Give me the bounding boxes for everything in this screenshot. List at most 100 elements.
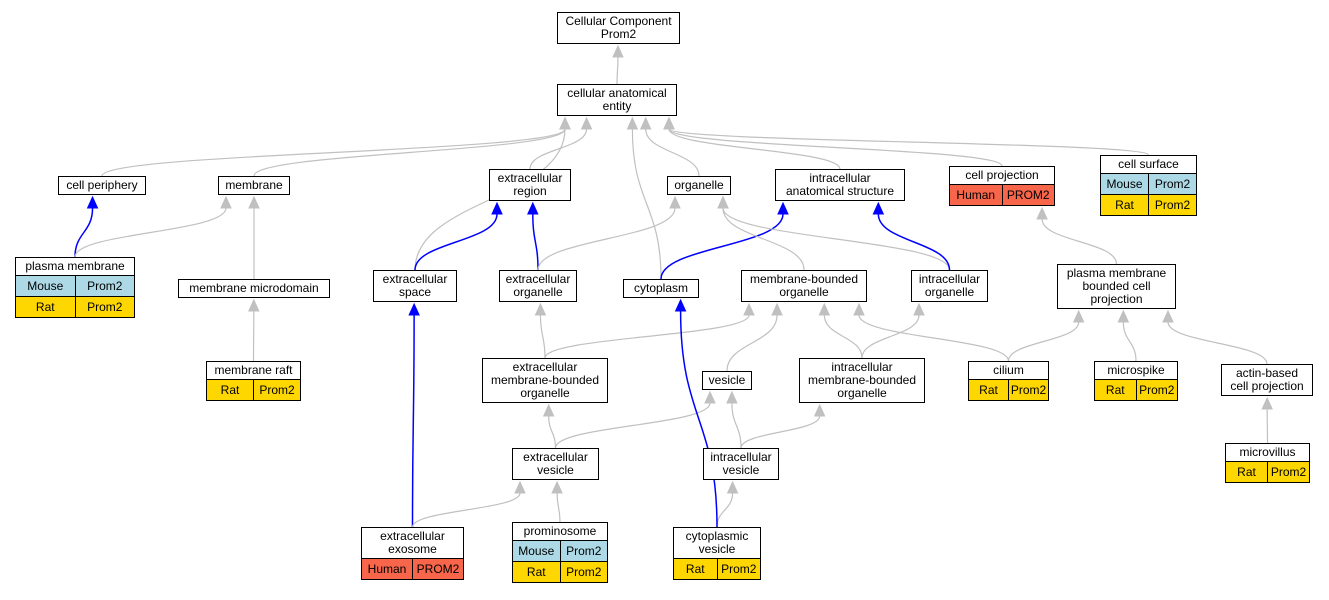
is-a-edge	[616, 56, 619, 85]
arrowhead	[551, 480, 563, 494]
arrowhead	[527, 201, 539, 215]
term-vesicle[interactable]: vesicle	[702, 371, 752, 390]
term-label-line: intracellular	[809, 171, 871, 185]
is-a-edge	[1041, 218, 1118, 265]
is-a-edge	[554, 402, 711, 449]
arrowhead	[913, 302, 925, 316]
is-a-edge	[645, 128, 700, 177]
is-a-edge	[861, 314, 920, 359]
is-a-edge	[668, 128, 841, 170]
gene-cell: PROM2	[1001, 185, 1055, 205]
term-cytoplasm[interactable]: cytoplasm	[623, 279, 699, 298]
term-label-line: vesicle	[698, 542, 736, 556]
arrowhead	[542, 403, 555, 417]
arrowhead	[580, 116, 593, 130]
term-label: membrane	[219, 177, 289, 194]
arrowhead	[612, 44, 624, 58]
term-organelle[interactable]: organelle	[667, 176, 731, 195]
gene-cell: Prom2	[559, 562, 608, 582]
term-label-line: organelle	[513, 285, 563, 299]
part-of-edge	[877, 213, 951, 271]
species-cell: Rat	[35, 300, 55, 314]
arrowhead	[1117, 309, 1130, 323]
arrowhead	[1072, 309, 1085, 323]
arrowhead	[771, 302, 783, 316]
term-label-line: membrane-bounded	[749, 272, 859, 286]
term-label-line: cytoplasmic	[685, 529, 749, 543]
arrowhead	[663, 116, 675, 130]
term-label-line: extracellular	[497, 171, 563, 185]
term-label-line: membrane raft	[214, 363, 293, 377]
arrowhead	[559, 116, 571, 130]
gene-cell: Prom2	[74, 276, 135, 296]
term-cell-periphery[interactable]: cell periphery	[58, 176, 146, 195]
term-label: cilium	[969, 362, 1048, 379]
is-a-edge	[1007, 321, 1080, 362]
term-label-line: extracellular	[380, 529, 445, 543]
arrowhead	[818, 302, 831, 316]
term-label-line: Prom2	[600, 27, 637, 41]
is-a-edge	[548, 415, 557, 449]
arrowhead	[726, 480, 739, 494]
is-a-edge	[101, 128, 566, 177]
arrowhead	[408, 302, 420, 316]
arrowhead	[669, 195, 681, 209]
species-cell: Mouse	[1106, 177, 1143, 191]
term-label-line: cilium	[993, 363, 1024, 377]
gene-cell: Prom2	[716, 559, 761, 579]
term-label-line: membrane microdomain	[189, 281, 319, 295]
term-label: plasma membrane	[16, 258, 134, 275]
is-a-edge	[668, 128, 1150, 156]
term-label-line: vesicle	[537, 463, 574, 477]
term-label: membrane raft	[207, 362, 300, 379]
part-of-edge	[532, 213, 539, 271]
term-label-line: plasma membrane	[1066, 266, 1167, 280]
term-label-line: projection	[1090, 292, 1143, 306]
arrowhead	[220, 195, 232, 209]
term-membrane[interactable]: membrane	[218, 176, 290, 195]
term-label-line: intracellular	[831, 360, 893, 374]
arrowhead	[674, 298, 687, 312]
arrowhead	[726, 390, 738, 404]
term-label-line: extracellular	[505, 272, 571, 286]
arrowhead	[777, 201, 789, 215]
term-membrane-microdomain[interactable]: membrane microdomain	[178, 279, 330, 298]
species-cell: Rat	[1237, 465, 1256, 479]
